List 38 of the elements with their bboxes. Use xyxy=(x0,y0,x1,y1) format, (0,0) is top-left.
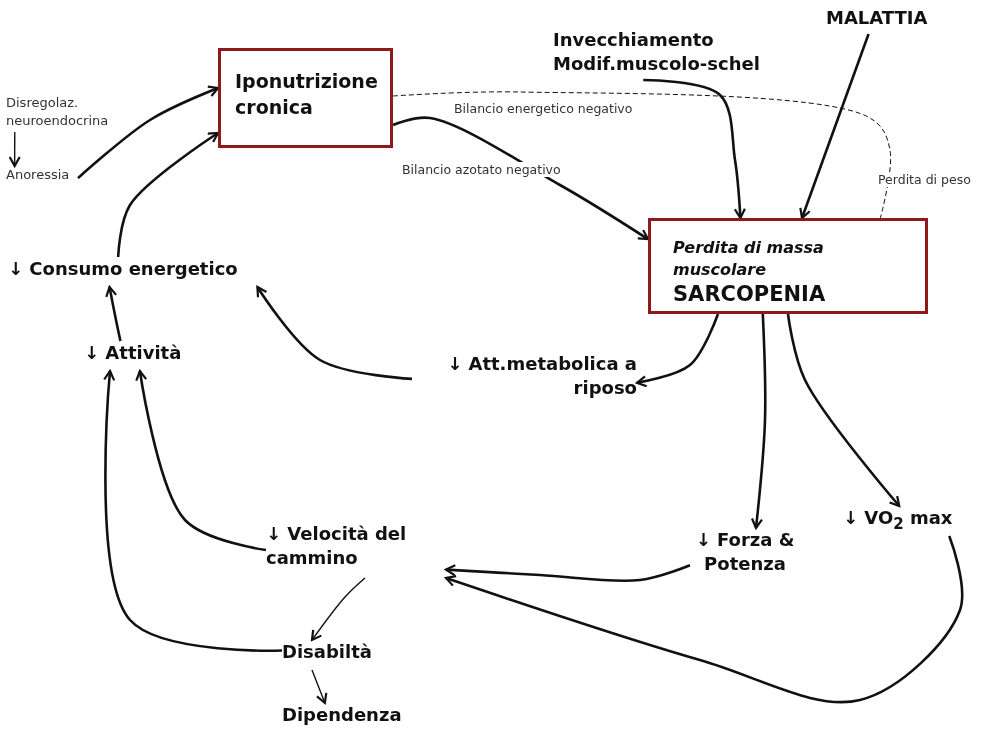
arrow xyxy=(799,33,870,220)
factor-label: Disabiltà xyxy=(282,640,382,670)
arrow xyxy=(444,564,691,583)
arrow xyxy=(8,131,21,168)
factor-label: ↓ Att.metabolica a riposo xyxy=(412,352,637,408)
connector-line xyxy=(392,91,892,219)
box-subtitle: Perdita di massa muscolare xyxy=(673,237,825,281)
factor-label: ↓ VO$_{2}$ max xyxy=(843,506,968,536)
process-box xyxy=(648,218,928,314)
arrow xyxy=(635,313,720,388)
arrow xyxy=(105,285,122,342)
process-box xyxy=(218,48,393,148)
arrow xyxy=(311,669,328,705)
factor-label: MALATTIA xyxy=(826,6,938,34)
factor-label: ↓ Velocità del cammino xyxy=(266,522,446,578)
arrow xyxy=(256,285,413,381)
factor-label: ↓ Consumo energetico xyxy=(8,257,298,287)
factor-label: ↓ Forza & Potenza xyxy=(690,528,800,626)
arrow xyxy=(135,369,267,552)
arrow xyxy=(77,85,220,180)
factor-label: Dipendenza xyxy=(282,703,412,733)
factor-label: Invecchiamento Modif.muscolo-schel xyxy=(553,28,768,80)
arrow xyxy=(103,369,283,652)
factor-label: ↓ Attività xyxy=(84,341,214,371)
note-label: Perdita di peso xyxy=(878,172,971,187)
arrow xyxy=(750,313,767,530)
arrow xyxy=(786,313,901,508)
cause-label: Disregolaz. neuroendocrina xyxy=(6,94,131,132)
arrow xyxy=(392,116,650,241)
box-title: SARCOPENIA xyxy=(673,281,826,309)
arrow xyxy=(643,78,746,220)
edge-label: Bilancio azotato negativo xyxy=(400,162,563,177)
arrow xyxy=(310,577,366,642)
arrow xyxy=(444,535,964,704)
edge-label: Bilancio energetico negativo xyxy=(452,101,635,116)
cause-label: Anoressia xyxy=(6,166,78,188)
box-title: Iponutrizione cronica xyxy=(235,69,379,120)
arrow xyxy=(116,131,220,258)
